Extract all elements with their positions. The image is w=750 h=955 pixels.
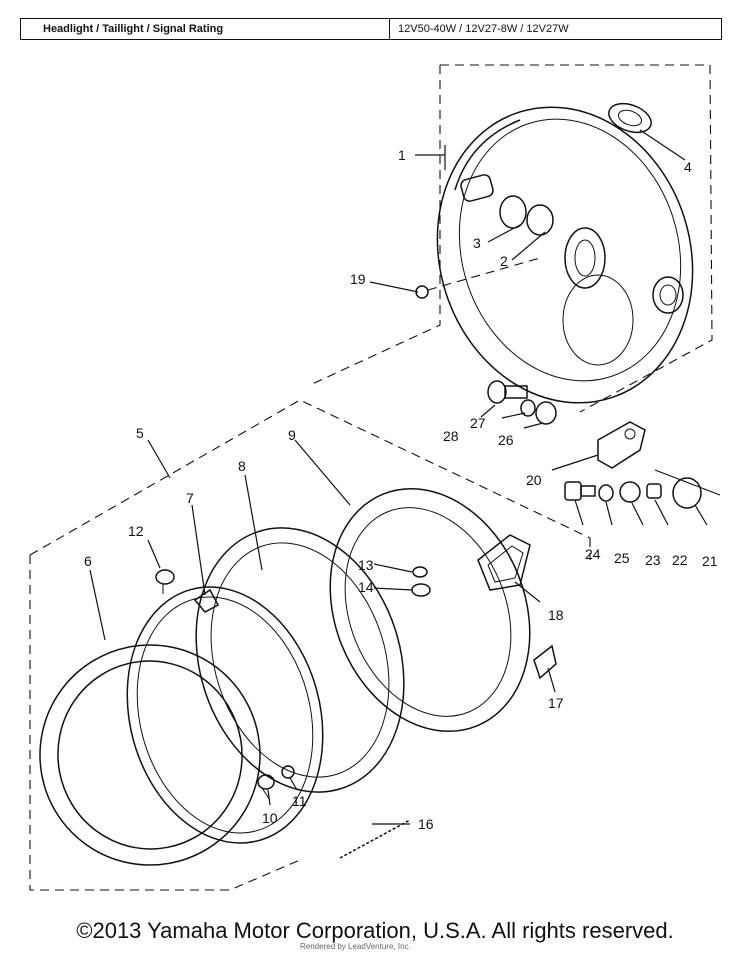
callout-11: 11 — [292, 793, 307, 809]
callout-9: 9 — [288, 427, 296, 443]
callout-28: 28 — [443, 428, 459, 444]
washer-23 — [619, 481, 641, 503]
callout-21: 21 — [702, 553, 718, 569]
cap-21 — [672, 477, 702, 509]
callout-23: 23 — [645, 552, 661, 568]
washer-25 — [598, 484, 614, 502]
bracket-20 — [597, 421, 646, 469]
callout-2: 2 — [500, 253, 508, 269]
callout-4: 4 — [684, 159, 692, 175]
rating-value: 12V50-40W / 12V27-8W / 12V27W — [398, 23, 569, 35]
callout-25: 25 — [614, 550, 630, 566]
rim-6 — [39, 644, 261, 866]
callout-26: 26 — [498, 432, 514, 448]
grommet-3 — [499, 195, 527, 229]
bracket-17 — [533, 644, 557, 680]
copyright-footer: ©2013 Yamaha Motor Corporation, U.S.A. A… — [76, 918, 674, 943]
spring-16 — [339, 819, 411, 859]
callout-5: 5 — [136, 425, 144, 441]
grommet-2 — [526, 204, 554, 236]
callout-24: 24 — [585, 546, 601, 562]
bolt-28 — [487, 380, 528, 404]
rating-label: Headlight / Taillight / Signal Rating — [21, 19, 390, 39]
nut-22 — [646, 483, 662, 499]
washer-11 — [281, 765, 295, 779]
nut-14 — [411, 583, 431, 597]
callout-20: 20 — [526, 472, 542, 488]
sealed-beam-8 — [195, 527, 405, 793]
clip-18 — [477, 534, 531, 591]
screw-19 — [415, 257, 541, 299]
callout-3: 3 — [473, 235, 481, 251]
callout-27: 27 — [470, 415, 486, 431]
callout-7: 7 — [186, 490, 194, 506]
callout-22: 22 — [672, 552, 688, 568]
screw-12 — [155, 569, 175, 594]
watermark: Rendered by LeadVenture, Inc. — [300, 942, 411, 951]
callout-10: 10 — [262, 810, 278, 826]
rating-table: Headlight / Taillight / Signal Rating 12… — [20, 18, 722, 40]
reflector-ring-9 — [329, 488, 531, 732]
washer-27 — [520, 399, 536, 417]
callout-16: 16 — [418, 816, 434, 832]
callout-1: 1 — [398, 147, 406, 163]
housing-dashed-frame — [309, 64, 713, 413]
grommet-4 — [608, 102, 652, 134]
washer-26 — [535, 401, 557, 425]
rim-assembly-dashed-frame — [29, 399, 591, 891]
callout-18: 18 — [548, 607, 564, 623]
callout-17: 17 — [548, 695, 564, 711]
callout-12: 12 — [128, 523, 144, 539]
leader-lines — [89, 129, 721, 825]
spring-13 — [412, 566, 428, 578]
callout-13: 13 — [358, 557, 374, 573]
callout-14: 14 — [358, 579, 374, 595]
mounting-ring-7 — [126, 586, 324, 844]
callout-6: 6 — [84, 553, 92, 569]
callout-19: 19 — [350, 271, 366, 287]
bolt-24 — [564, 481, 596, 501]
headlight-housing — [436, 106, 694, 404]
callout-labels: 1 2 3 4 5 6 7 8 9 10 11 12 13 14 16 17 1… — [84, 147, 718, 832]
callout-8: 8 — [238, 458, 246, 474]
